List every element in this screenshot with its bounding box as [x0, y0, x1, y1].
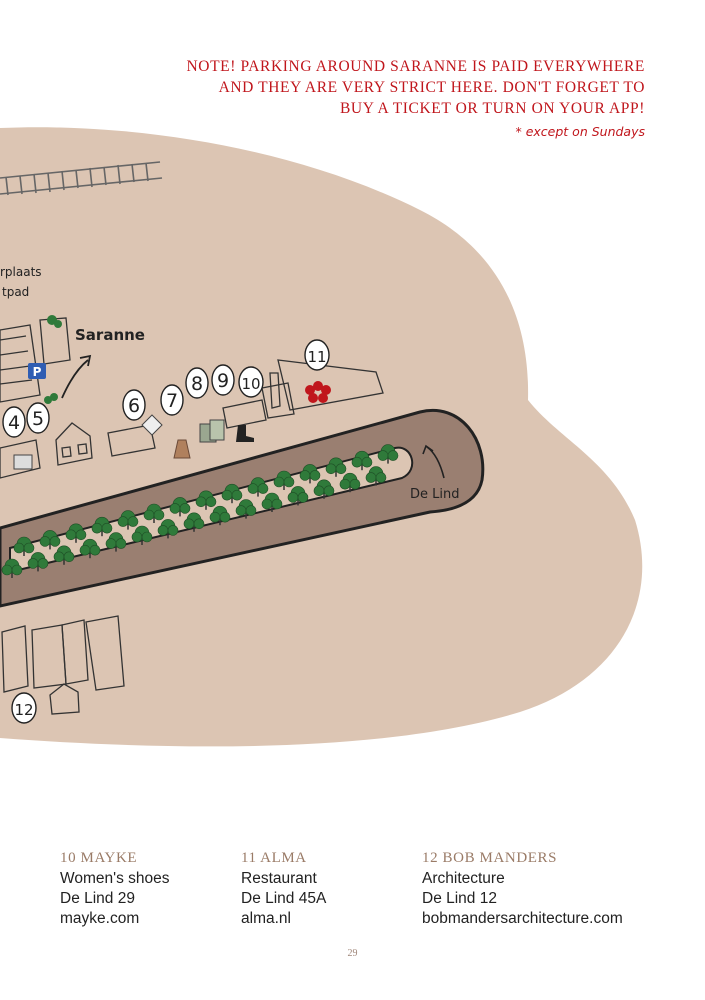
tree — [377, 444, 399, 464]
tree — [365, 466, 387, 486]
marker-5: 5 — [26, 402, 50, 434]
entry-category: Women's shoes — [60, 870, 170, 887]
entry-alma: 11 ALMA Restaurant De Lind 45A alma.nl — [241, 850, 326, 929]
note-line-3: BUY A TICKET OR TURN ON YOUR APP! — [339, 100, 645, 117]
tree-row — [1, 444, 399, 578]
land-area — [0, 127, 643, 747]
parking-icon — [28, 363, 46, 379]
marker-8: 8 — [185, 367, 209, 399]
marker-label: 9 — [217, 370, 229, 392]
entry-website[interactable]: mayke.com — [60, 910, 140, 927]
marker-9: 9 — [211, 364, 235, 396]
entry-category: Architecture — [422, 870, 505, 887]
tree — [325, 457, 347, 477]
tree — [273, 470, 295, 490]
tree — [1, 558, 23, 578]
parking-icon-label: P — [33, 365, 42, 379]
saranne-arrow — [61, 359, 89, 399]
note-line-2: AND THEY ARE VERY STRICT HERE. DON'T FOR… — [218, 79, 645, 96]
tree — [27, 552, 49, 572]
marker-label: 5 — [32, 408, 44, 430]
shopping-bag-icon — [199, 419, 225, 443]
small-tree-cluster — [44, 315, 62, 404]
tree — [65, 523, 87, 543]
marker-label: 11 — [307, 348, 326, 366]
tile-icon — [141, 414, 163, 436]
tree — [143, 503, 165, 523]
tree — [235, 499, 257, 519]
page-number: 29 — [347, 948, 358, 959]
tree — [13, 536, 35, 556]
tree — [157, 519, 179, 539]
tree — [53, 545, 75, 565]
tree — [209, 505, 231, 526]
entry-title: 11 ALMA — [241, 850, 307, 866]
marker-label: 12 — [14, 701, 33, 719]
marker-label: 8 — [191, 373, 203, 395]
entry-title: 10 MAYKE — [60, 850, 138, 866]
tree — [169, 497, 191, 517]
marker-6: 6 — [122, 389, 146, 421]
dress-icon — [173, 439, 191, 459]
tree — [247, 477, 269, 497]
entry-address: De Lind 12 — [422, 890, 497, 907]
tree — [339, 472, 361, 493]
label-partial-bottom: tpad — [2, 285, 29, 299]
marker-11: 11 — [304, 339, 330, 371]
flower-icon — [305, 381, 331, 403]
entry-title: 12 BOB MANDERS — [422, 850, 558, 866]
tree — [299, 464, 321, 484]
tree — [39, 530, 61, 550]
marker-12: 12 — [11, 692, 37, 724]
marker-7: 7 — [160, 384, 184, 416]
sunday-footnote: * except on Sundays — [515, 124, 645, 139]
tree — [313, 479, 335, 499]
label-saranne: Saranne — [75, 326, 145, 344]
entry-category: Restaurant — [241, 870, 317, 887]
entry-bob-manders: 12 BOB MANDERS Architecture De Lind 12 b… — [422, 850, 623, 929]
tree — [79, 538, 101, 559]
tree — [287, 486, 309, 506]
entry-mayke: 10 MAYKE Women's shoes De Lind 29 mayke.… — [60, 850, 170, 929]
note-line-1: NOTE! PARKING AROUND SARANNE IS PAID EVE… — [186, 58, 645, 75]
marker-label: 6 — [128, 395, 140, 417]
entry-address: De Lind 29 — [60, 890, 135, 907]
saranne-arrow-head — [79, 354, 92, 367]
buildings — [0, 317, 384, 715]
label-partial-top: rplaats — [0, 265, 42, 279]
tree — [117, 510, 139, 530]
marker-label: 7 — [166, 390, 178, 412]
tree — [261, 492, 283, 512]
tree — [91, 516, 113, 537]
marker-4: 4 — [2, 406, 26, 438]
marker-10: 10 — [238, 366, 264, 398]
entry-address: De Lind 45A — [241, 890, 327, 907]
tree — [195, 490, 217, 510]
entry-website[interactable]: alma.nl — [241, 910, 291, 927]
label-de-lind: De Lind — [410, 487, 460, 502]
tree — [183, 512, 205, 532]
tree — [221, 483, 243, 504]
parking-note: NOTE! PARKING AROUND SARANNE IS PAID EVE… — [85, 56, 645, 119]
boot-icon — [236, 425, 254, 442]
tree — [131, 525, 153, 545]
entry-website[interactable]: bobmandersarchitecture.com — [422, 910, 623, 927]
tree — [351, 450, 373, 471]
tree — [105, 532, 127, 552]
railway-track — [0, 161, 163, 196]
person-icon — [13, 454, 33, 470]
marker-label: 4 — [8, 412, 20, 434]
de-lind-arrow-head — [422, 444, 434, 455]
marker-label: 10 — [241, 375, 260, 393]
